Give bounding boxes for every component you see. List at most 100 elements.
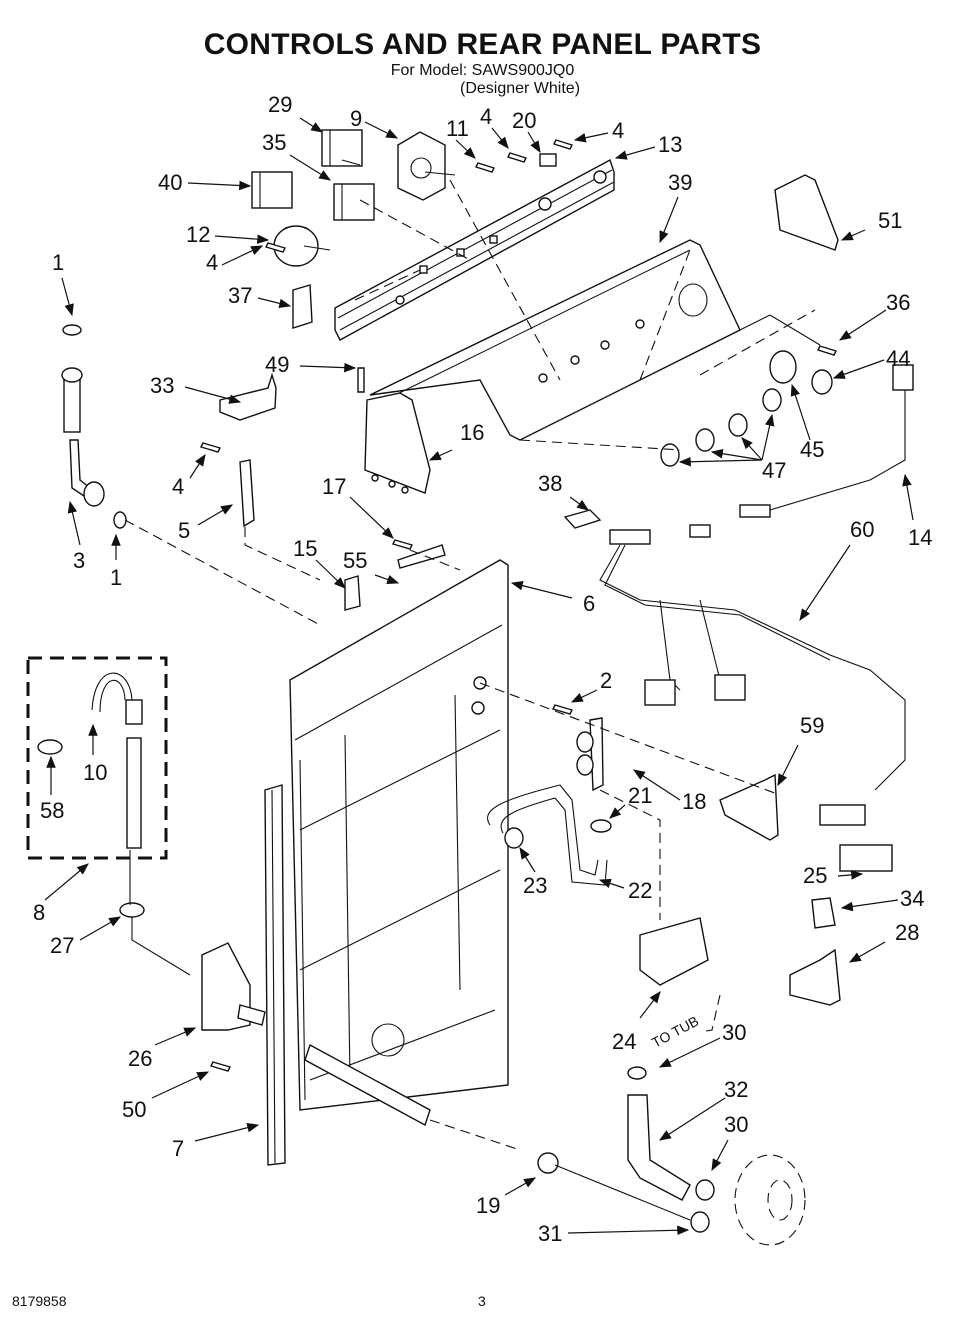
callout-label: 49 xyxy=(265,352,289,377)
callout-label: 11 xyxy=(446,116,469,141)
callout-11: 11 xyxy=(446,116,476,159)
callout-label: 34 xyxy=(900,886,924,911)
callout-2: 2 xyxy=(570,668,612,703)
callout-label: 1 xyxy=(52,250,64,275)
switch-35 xyxy=(333,183,375,221)
callout-50: 50 xyxy=(122,1071,210,1122)
callout-30a: 30 xyxy=(658,1020,746,1068)
callout-20: 20 xyxy=(512,108,541,154)
callout-17: 17 xyxy=(322,474,394,539)
drain-hose-kit-box xyxy=(26,656,168,918)
callout-label: 22 xyxy=(628,878,652,903)
callout-label: 35 xyxy=(262,130,286,155)
color-line: (Designer White) xyxy=(460,80,581,97)
callout-label: 39 xyxy=(668,170,692,195)
callout-19: 19 xyxy=(476,1177,537,1218)
callout-label: 27 xyxy=(50,933,74,958)
callout-4a: 4 xyxy=(480,104,509,149)
callout-label: 32 xyxy=(724,1077,748,1102)
model-line: For Model: SAWS900JQ0 xyxy=(390,62,575,79)
callout-47: 47 xyxy=(678,413,786,483)
callout-24: 24 xyxy=(612,991,661,1054)
callout-label: TO TUB xyxy=(649,1013,701,1051)
callout-label: 17 xyxy=(322,474,346,499)
hose-bracket-26 xyxy=(201,942,431,1127)
bracket-33 xyxy=(219,372,277,421)
callout-label: 3 xyxy=(73,548,85,573)
callout-4b: 4 xyxy=(573,118,624,143)
callout-label: 25 xyxy=(803,863,827,888)
page-title: CONTROLS AND REAR PANEL PARTS xyxy=(203,28,762,61)
callout-label: 23 xyxy=(523,873,547,898)
callout-label: 14 xyxy=(908,525,932,550)
callout-29: 29 xyxy=(268,92,324,133)
callout-label: 55 xyxy=(343,548,367,573)
callout-27: 27 xyxy=(50,916,122,958)
callout-22: 22 xyxy=(598,878,652,903)
siphon-break-24 xyxy=(639,917,709,986)
callout-label: 44 xyxy=(886,346,910,371)
callout-40: 40 xyxy=(158,170,252,195)
console-panel xyxy=(369,239,741,441)
callout-label: 20 xyxy=(512,108,536,133)
inlet-hose-3 xyxy=(61,324,127,529)
callout-9: 9 xyxy=(350,106,399,139)
callout-label: 6 xyxy=(583,591,595,616)
callout-label: 31 xyxy=(538,1221,562,1246)
callout-59: 59 xyxy=(777,713,824,787)
callout-label: 40 xyxy=(158,170,182,195)
callout-label: 10 xyxy=(83,760,107,785)
callout-49: 49 xyxy=(265,352,357,377)
callout-label: 21 xyxy=(628,783,652,808)
callout-35: 35 xyxy=(262,130,332,181)
shield-59 xyxy=(719,773,779,841)
callout-label: 38 xyxy=(538,471,562,496)
callout-39: 39 xyxy=(659,170,692,244)
callout-label: 30 xyxy=(722,1020,746,1045)
callout-label: 58 xyxy=(40,798,64,823)
callout-34: 34 xyxy=(840,886,924,912)
callout-label: 51 xyxy=(878,208,902,233)
callout-label: 60 xyxy=(850,517,874,542)
callout-label: 29 xyxy=(268,92,292,117)
wire-harness-60 xyxy=(563,364,914,1006)
end-cap-51 xyxy=(774,174,839,251)
to-tub-annotation: TO TUB xyxy=(649,1013,701,1051)
callout-14: 14 xyxy=(902,473,932,550)
callout-label: 19 xyxy=(476,1193,500,1218)
callout-label: 4 xyxy=(172,474,184,499)
small-screws xyxy=(199,139,837,1072)
callout-label: 24 xyxy=(612,1029,636,1054)
callout-16: 16 xyxy=(428,420,484,461)
callout-label: 26 xyxy=(128,1046,152,1071)
callout-45: 45 xyxy=(790,383,824,462)
callout-label: 47 xyxy=(762,458,786,483)
clip-15-channel-55 xyxy=(344,544,446,611)
callout-label: 13 xyxy=(658,132,682,157)
callout-6: 6 xyxy=(510,580,595,616)
callout-8: 8 xyxy=(33,863,89,925)
callout-36: 36 xyxy=(838,290,910,341)
callout-label: 4 xyxy=(612,118,624,143)
callout-58: 58 xyxy=(40,755,64,823)
callout-25: 25 xyxy=(803,863,864,888)
callout-38: 38 xyxy=(538,471,589,511)
callout-1a: 1 xyxy=(52,250,74,317)
callout-label: 33 xyxy=(150,373,174,398)
callout-55: 55 xyxy=(343,548,400,584)
callout-26: 26 xyxy=(128,1027,197,1071)
callout-18: 18 xyxy=(632,769,706,814)
water-valve-18 xyxy=(487,717,612,886)
callout-label: 28 xyxy=(895,920,919,945)
callout-60: 60 xyxy=(799,517,874,621)
callout-21: 21 xyxy=(609,783,652,819)
bracket-37 xyxy=(292,284,313,329)
switch-29 xyxy=(321,129,363,167)
callout-label: 7 xyxy=(172,1136,184,1161)
callout-label: 4 xyxy=(480,104,492,129)
callout-30b: 30 xyxy=(711,1112,748,1172)
switch-40 xyxy=(251,171,293,209)
callout-51: 51 xyxy=(840,208,902,241)
console-bracket xyxy=(334,158,615,341)
